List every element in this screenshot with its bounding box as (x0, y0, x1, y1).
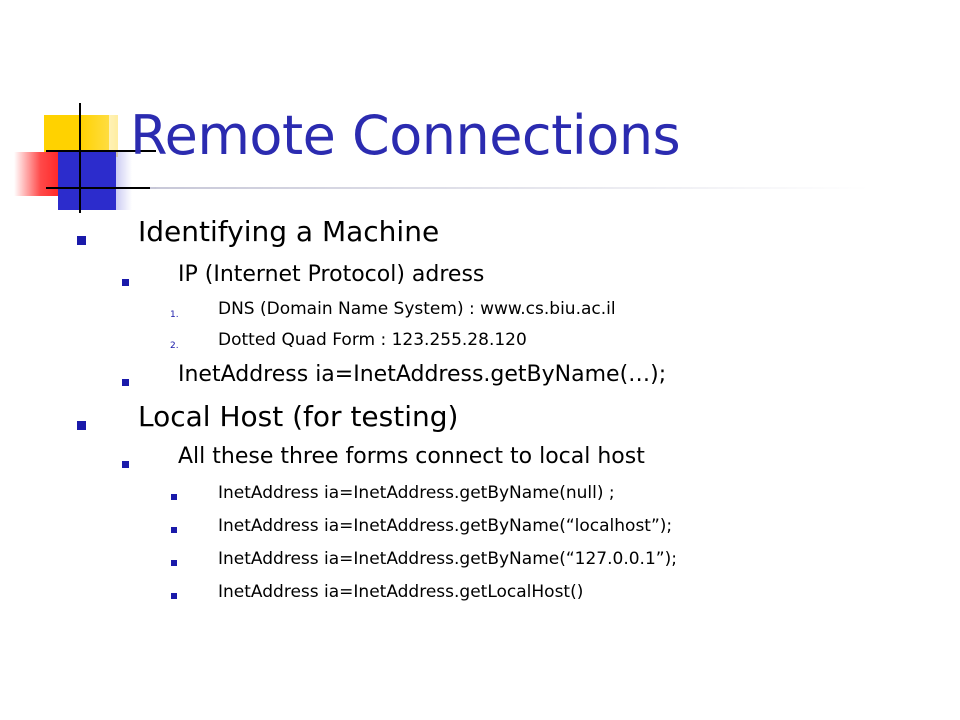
logo-red-square (14, 152, 58, 196)
bullet-level1-identifying: Identifying a Machine (138, 215, 440, 248)
bullet-square-icon (171, 593, 177, 599)
bullet-level3-localhost-string: InetAddress ia=InetAddress.getByName(“lo… (218, 516, 673, 536)
bullet-level3-getlocalhost: InetAddress ia=InetAddress.getLocalHost(… (218, 582, 584, 602)
bullet-square-icon (77, 236, 86, 245)
bullet-level1-localhost: Local Host (for testing) (138, 400, 459, 433)
title-underline (150, 187, 870, 189)
list-number: 2. (170, 341, 179, 351)
bullet-square-icon (77, 421, 86, 430)
bullet-level2-three-forms: All these three forms connect to local h… (178, 444, 645, 469)
bullet-square-icon (171, 527, 177, 533)
list-number: 1. (170, 310, 179, 320)
slide-title: Remote Connections (130, 104, 681, 167)
logo-horizontal-line-top (46, 150, 156, 152)
bullet-level3-null: InetAddress ia=InetAddress.getByName(nul… (218, 483, 615, 503)
bullet-level3-loopback-ip: InetAddress ia=InetAddress.getByName(“12… (218, 549, 677, 569)
bullet-level2-ip: IP (Internet Protocol) adress (178, 262, 485, 287)
numbered-item-dotted-quad: Dotted Quad Form : 123.255.28.120 (218, 330, 527, 350)
bullet-square-icon (171, 560, 177, 566)
logo-horizontal-line-bottom (46, 187, 156, 189)
bullet-level2-getbyname: InetAddress ia=InetAddress.getByName(…); (178, 362, 667, 387)
numbered-item-dns: DNS (Domain Name System) : www.cs.biu.ac… (218, 299, 616, 319)
bullet-square-icon (122, 279, 129, 286)
bullet-square-icon (171, 494, 177, 500)
bullet-square-icon (122, 379, 129, 386)
logo-blue-fade (92, 152, 132, 210)
bullet-square-icon (122, 461, 129, 468)
logo-vertical-line (79, 103, 81, 213)
slide-logo-decoration (0, 0, 160, 230)
